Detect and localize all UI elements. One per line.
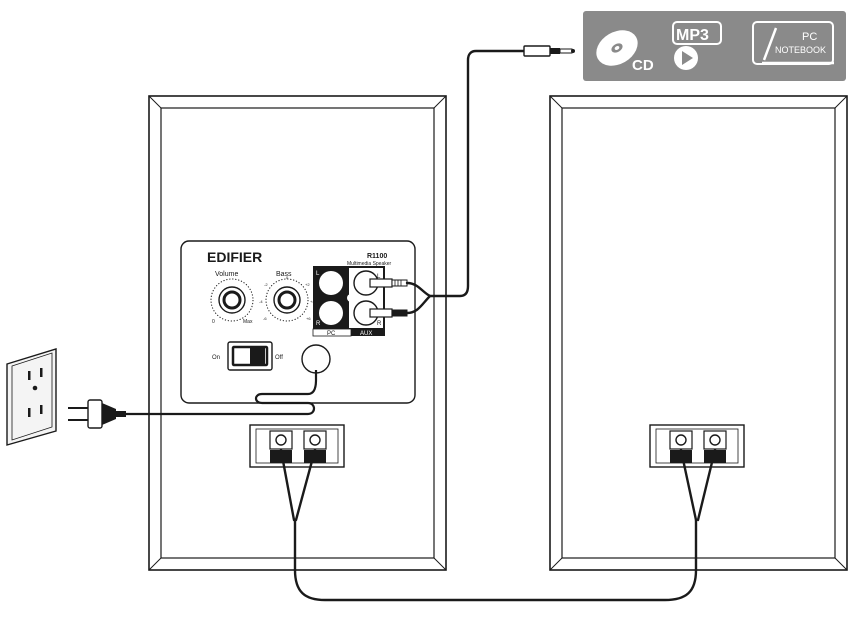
pc-l-label: L [316, 271, 320, 277]
power-switch[interactable] [227, 341, 273, 371]
switch-on-label: On [212, 355, 220, 361]
bass-scale-label: -6 [263, 316, 267, 321]
volume-knob[interactable] [210, 278, 254, 322]
bass-scale-label: 0 [286, 275, 289, 280]
cd-icon [596, 30, 638, 66]
bass-scale-label: +4 [310, 299, 315, 304]
bass-scale-label: +2 [305, 282, 310, 287]
source-badge: CD MP3 PC NOTEBOOK [583, 11, 846, 81]
pc-right-jack[interactable] [319, 301, 343, 325]
pc-r-label: R [316, 321, 321, 327]
right-speaker-terminal [649, 424, 745, 468]
bass-label: Bass [276, 271, 292, 278]
pc-input-label: PC [327, 331, 336, 337]
volume-label: Volume [215, 271, 238, 278]
model-label: R1100 [367, 253, 387, 260]
power-cable-grommet [301, 344, 331, 374]
bass-scale-label: +6 [306, 316, 311, 321]
mp3-label: MP3 [676, 27, 709, 44]
wall-outlet [6, 348, 57, 446]
pc-left-jack[interactable] [319, 271, 343, 295]
power-plug [68, 399, 126, 429]
input-jack-block: L R L R PC AUX [312, 266, 385, 337]
pc-label: PC [802, 31, 817, 43]
bass-knob[interactable] [265, 278, 309, 322]
bass-scale: -6 -4 -2 0 +2 +4 +6 [259, 275, 315, 321]
volume-max-label: Max [243, 319, 253, 325]
audio-cable [405, 49, 526, 315]
speaker-cable [279, 448, 717, 602]
power-cord [126, 370, 318, 416]
bass-scale-label: -2 [264, 282, 268, 287]
mp3-icon [672, 21, 722, 70]
control-panel: EDIFIER R1100 Multimedia Speaker Volume … [180, 240, 416, 404]
brand-label: EDIFIER [207, 249, 262, 265]
aux-l-label: L [377, 274, 381, 280]
subtitle-label: Multimedia Speaker [347, 261, 392, 267]
stereo-plug [523, 45, 575, 57]
left-speaker-terminal [249, 424, 345, 468]
aux-r-label: R [377, 321, 382, 327]
volume-min-label: 0 [212, 319, 215, 325]
notebook-icon [752, 21, 834, 65]
bass-scale-label: -4 [259, 299, 263, 304]
switch-off-label: Off [275, 355, 283, 361]
cd-label: CD [632, 57, 654, 74]
notebook-label: NOTEBOOK [775, 45, 826, 55]
aux-input-label: AUX [360, 331, 372, 337]
right-speaker [549, 95, 848, 571]
